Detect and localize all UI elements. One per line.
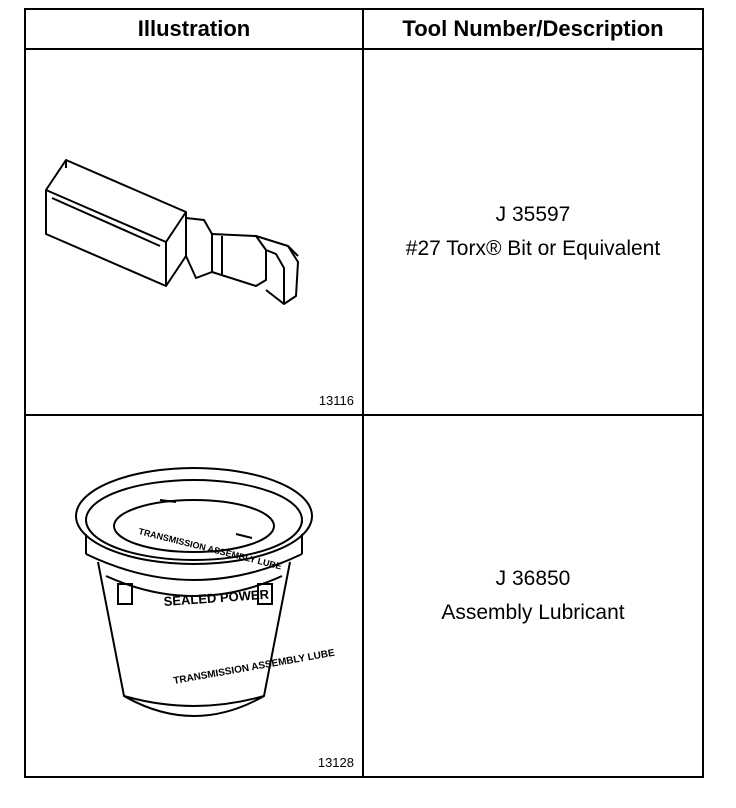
figure-number: 13128 (317, 755, 354, 770)
description-cell-1: J 35597 #27 Torx® Bit or Equivalent (364, 50, 702, 414)
column-divider (362, 10, 364, 776)
tool-description: Assembly Lubricant (441, 601, 625, 624)
illustration-cell-1: 13116 (26, 50, 362, 414)
product-label: TRANSMISSION ASSEMBLY LUBE (173, 648, 336, 687)
torx-bit-icon (45, 159, 299, 305)
header-illustration: Illustration (137, 16, 251, 41)
illustration-cell-2: TRANSMISSION ASSEMBLY LUBE SEALED POWER … (26, 416, 362, 776)
lubricant-tub-icon: TRANSMISSION ASSEMBLY LUBE SEALED POWER … (75, 467, 336, 717)
tool-number: J 35597 (495, 203, 571, 226)
tool-description: #27 Torx® Bit or Equivalent (405, 237, 661, 260)
brand-label: SEALED POWER (163, 587, 270, 609)
figure-number: 13116 (318, 393, 354, 408)
header-tool-description: Tool Number/Description (402, 16, 664, 41)
description-cell-2: J 36850 Assembly Lubricant (364, 416, 702, 776)
tool-number: J 36850 (495, 567, 571, 590)
header-divider (26, 48, 702, 50)
row-divider (26, 414, 702, 416)
tool-table: Illustration Tool Number/Description 131… (24, 8, 704, 778)
